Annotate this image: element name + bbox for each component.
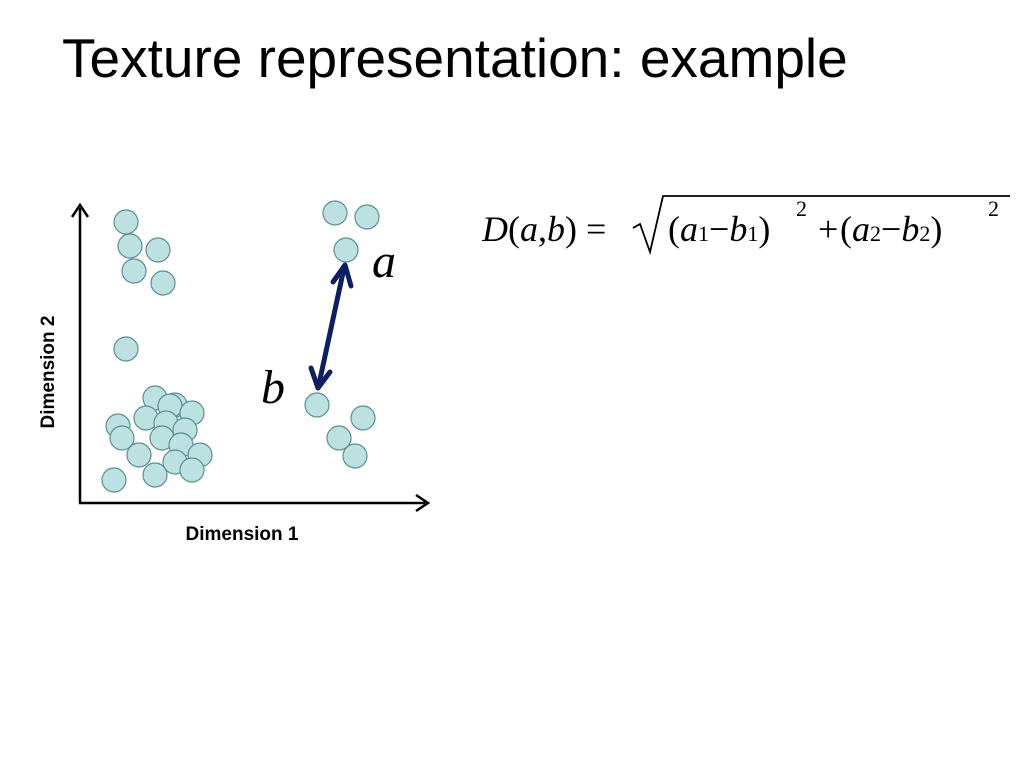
- feature-point: [142, 462, 168, 488]
- formula-second-exponent: 2: [988, 196, 999, 221]
- formula-lhs: D(a,b) =: [482, 209, 606, 249]
- slide-title: Texture representation: example: [62, 27, 848, 89]
- feature-point-b: [304, 392, 330, 418]
- distance-arrow: [308, 262, 354, 391]
- formula-first-exponent: 2: [796, 196, 807, 221]
- formula-plus: +: [818, 209, 838, 249]
- formula-first-term: (a1−b1): [668, 209, 770, 249]
- feature-point: [326, 425, 352, 451]
- feature-point: [113, 336, 139, 362]
- feature-point: [145, 237, 171, 263]
- feature-point: [179, 457, 205, 483]
- feature-point: [150, 270, 176, 296]
- y-axis-arrowhead: [70, 202, 90, 218]
- point-a-label: a: [372, 235, 396, 288]
- feature-point: [350, 405, 376, 431]
- feature-point: [121, 258, 147, 284]
- point-b-label: b: [261, 361, 285, 414]
- feature-point: [322, 200, 348, 226]
- x-axis-label: Dimension 1: [186, 524, 299, 545]
- feature-point: [117, 233, 143, 259]
- euclidean-distance-formula: D(a,b) = (a1−b1) 2 + (a2−b2) 2: [482, 195, 1010, 256]
- x-axis-arrowhead: [415, 493, 431, 513]
- feature-point: [109, 425, 135, 451]
- feature-points: [101, 200, 380, 493]
- feature-point-a: [333, 237, 359, 263]
- feature-point: [126, 442, 152, 468]
- formula-second-term: (a2−b2): [840, 209, 942, 249]
- y-axis-label: Dimension 2: [38, 316, 59, 429]
- feature-point: [342, 443, 368, 469]
- square-root-sign: [632, 195, 1010, 256]
- feature-point: [113, 209, 139, 235]
- feature-point: [101, 467, 127, 493]
- feature-point: [354, 204, 380, 230]
